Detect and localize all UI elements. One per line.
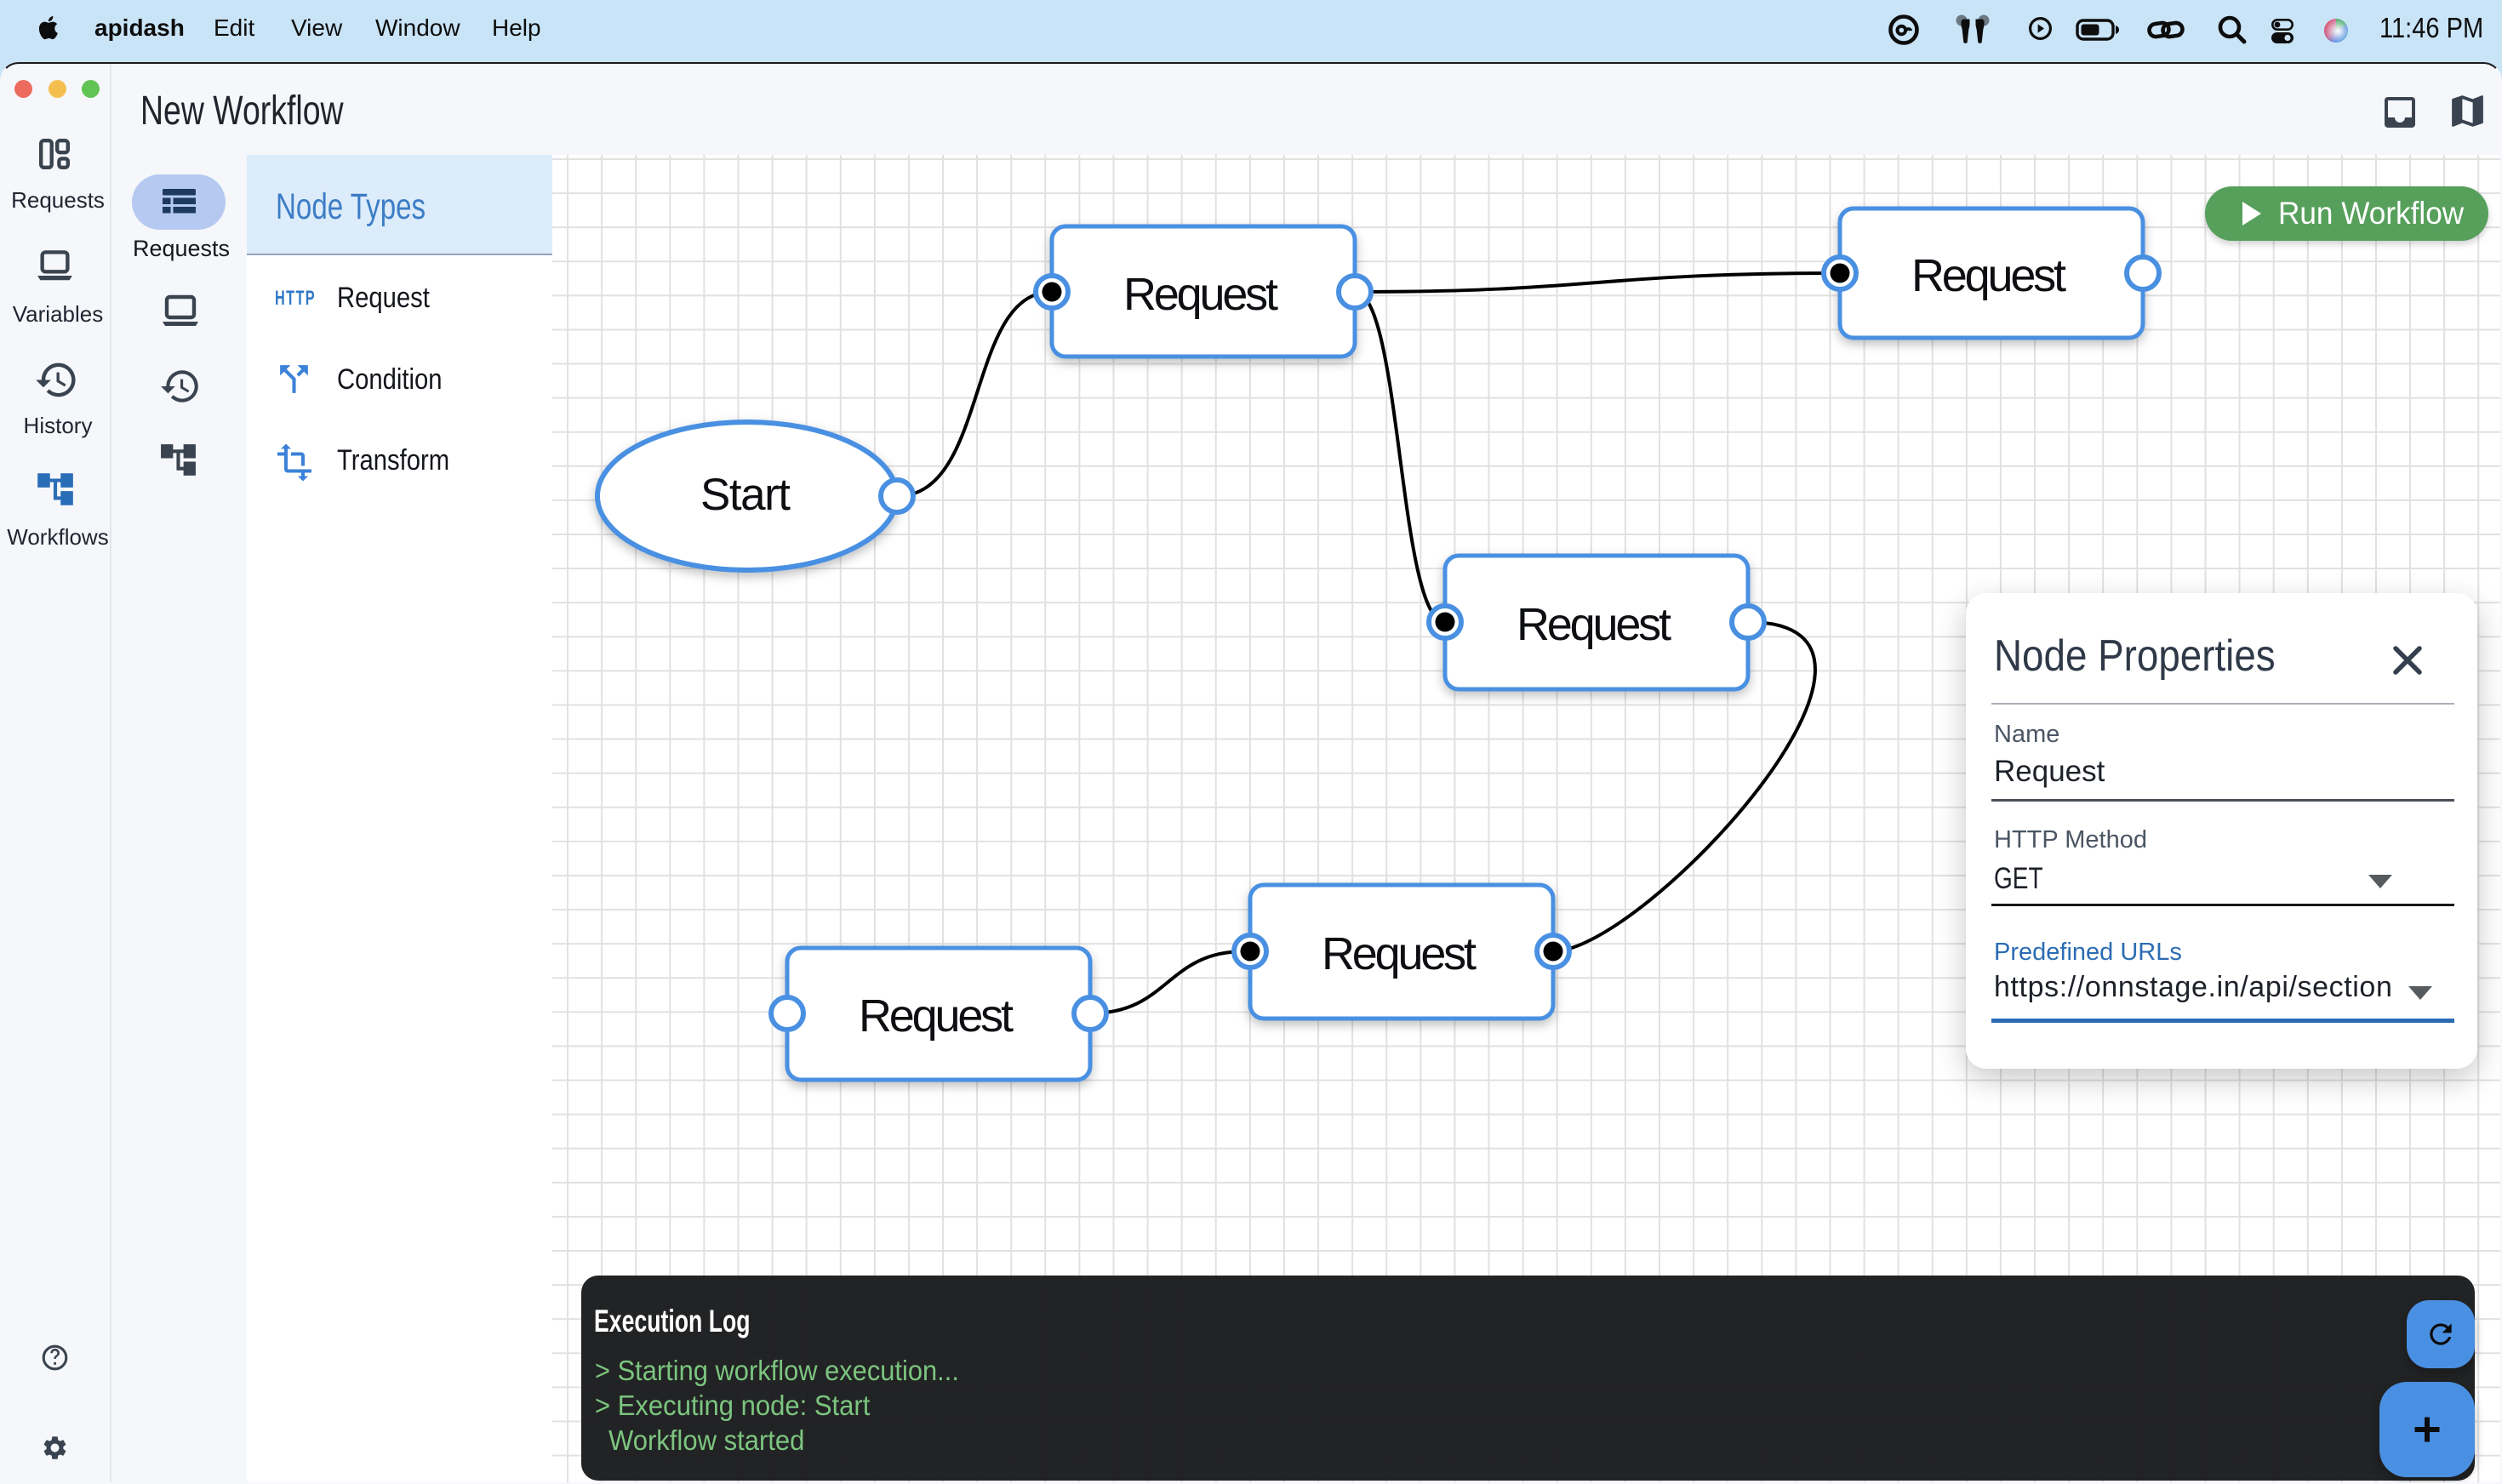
svg-text:Request: Request (859, 990, 1014, 1042)
svg-text:Request: Request (1322, 928, 1477, 979)
svg-text:Request: Request (1517, 599, 1671, 650)
svg-text:Request: Request (1123, 269, 1278, 320)
svg-text:Request: Request (1911, 250, 2066, 301)
svg-text:Start: Start (700, 470, 791, 520)
